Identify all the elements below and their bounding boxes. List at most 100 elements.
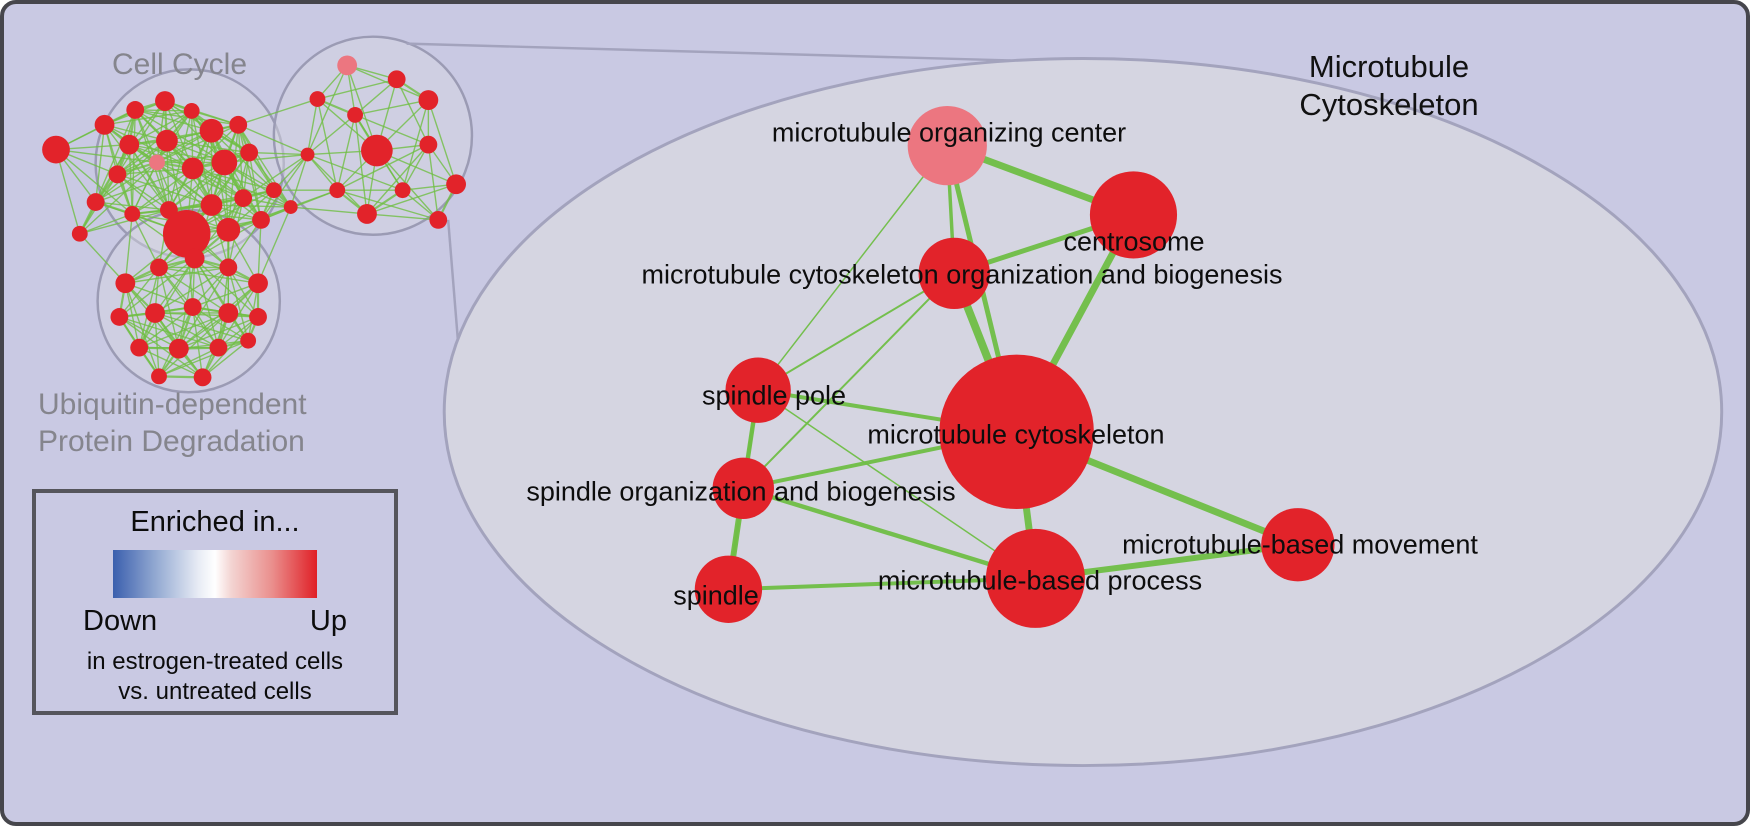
minimap-edge (257, 219, 262, 284)
minimap-edge (316, 98, 338, 191)
minimap-edge (94, 124, 106, 203)
minimap-edge (336, 144, 429, 191)
edge-moc-spindle_pole (757, 144, 949, 391)
cluster-label-cell-cycle: Cell Cycle (112, 48, 248, 81)
minimap-node (130, 338, 149, 357)
minimap-edge (104, 124, 193, 170)
minimap-edge (117, 130, 212, 175)
minimap-edge (95, 140, 168, 203)
minimap-edge (118, 266, 160, 318)
node-label-centrosome: centrosome (1063, 226, 1205, 257)
node-label-spindle: spindle (673, 580, 759, 611)
minimap-edge (273, 154, 309, 191)
microtubule-title-line2: Cytoskeleton (1299, 87, 1479, 122)
minimap-edge (154, 266, 229, 314)
minimap-node (200, 194, 223, 216)
minimap-edge (257, 206, 292, 284)
minimap-edge (154, 312, 160, 377)
node-moc (907, 106, 987, 186)
minimap-node (110, 308, 129, 326)
legend-caption-line1: in estrogen-treated cells (86, 648, 344, 675)
node-label-spindle_org: spindle organization and biogenesis (526, 476, 956, 507)
legend-box: Enriched in... Down Up in estrogen-treat… (32, 489, 398, 715)
minimap-edge (95, 167, 193, 203)
minimap-edge (154, 312, 219, 349)
minimap-edge (118, 257, 196, 318)
legend-caption-line2: vs. untreated cells (118, 678, 312, 705)
minimap-edge (131, 167, 194, 215)
minimap-node (337, 55, 358, 76)
edge-spindle_org-mbp (741, 486, 1038, 581)
minimap-node (211, 149, 238, 176)
node-spindle_org (712, 457, 774, 519)
minimap-node (199, 118, 224, 143)
minimap-edge (366, 183, 457, 215)
minimap-edge (131, 161, 225, 215)
minimap-edge (166, 140, 170, 211)
microtubule-title-line1: Microtubule (1308, 49, 1470, 84)
minimap-edge (307, 114, 356, 156)
minimap-node (155, 91, 175, 111)
minimap-edge (117, 173, 170, 211)
minimap-node (429, 210, 448, 229)
network-graphic (42, 35, 1724, 768)
minimap-edge (128, 110, 193, 146)
minimap-edge (156, 124, 239, 164)
minimap-edge (249, 151, 308, 156)
minimap-edge (55, 149, 133, 215)
node-centrosome (1089, 171, 1178, 259)
edge-spindle-mbp (726, 576, 1038, 592)
minimap-edge (210, 130, 262, 221)
minimap-node (218, 303, 239, 323)
node-label-moc: microtubule organizing center (771, 117, 1127, 148)
node-mbm (1261, 508, 1335, 582)
minimap-node (240, 143, 259, 162)
node-label-mct: microtubule cytoskeleton (867, 419, 1165, 450)
minimap-node (162, 209, 211, 258)
minimap-edge (192, 282, 259, 308)
minimap-node (183, 298, 202, 316)
minimap-node (124, 206, 141, 222)
node-mbp (985, 528, 1085, 628)
minimap-edge (158, 347, 219, 377)
minimap-edge (79, 233, 126, 284)
minimap-edge (178, 316, 259, 350)
minimap-edge (131, 213, 160, 268)
minimap-edge (354, 78, 398, 116)
minimap-edge (138, 306, 194, 349)
minimap-edge (290, 154, 309, 208)
minimap-node (300, 147, 315, 162)
minimap-node (71, 225, 88, 242)
minimap-node (234, 189, 253, 208)
minimap-edge (119, 316, 180, 350)
node-spindle_pole (725, 357, 791, 423)
minimap-node (361, 134, 393, 167)
minimap-edge (290, 189, 338, 208)
minimap-node (357, 204, 377, 224)
legend-gradient-bar (113, 550, 317, 598)
node-spindle (694, 555, 763, 623)
minimap-edge (217, 282, 259, 349)
minimap-edge (158, 340, 249, 378)
minimap-edge (79, 213, 133, 235)
minimap-node (209, 338, 228, 357)
minimap-edge (211, 204, 291, 208)
minimap-edge (158, 267, 180, 349)
minimap-edge (354, 114, 368, 215)
minimap-edge (396, 78, 429, 145)
node-label-mbp: microtubule-based process (877, 565, 1203, 596)
minimap-edge (366, 213, 439, 221)
minimap-node (249, 308, 267, 326)
minimap-node (126, 101, 145, 119)
legend-title: Enriched in... (130, 506, 300, 538)
ubiquitin-line1: Ubiquitin-dependent (38, 388, 307, 421)
minimap-edge (290, 206, 368, 215)
minimap-edge (166, 140, 244, 199)
minimap-node (94, 114, 115, 135)
minimap-node (181, 157, 204, 180)
minimap-edge (427, 144, 439, 220)
legend-down-label: Down (83, 605, 158, 637)
zoom-line-1 (406, 42, 1011, 62)
minimap-edge (306, 98, 319, 155)
